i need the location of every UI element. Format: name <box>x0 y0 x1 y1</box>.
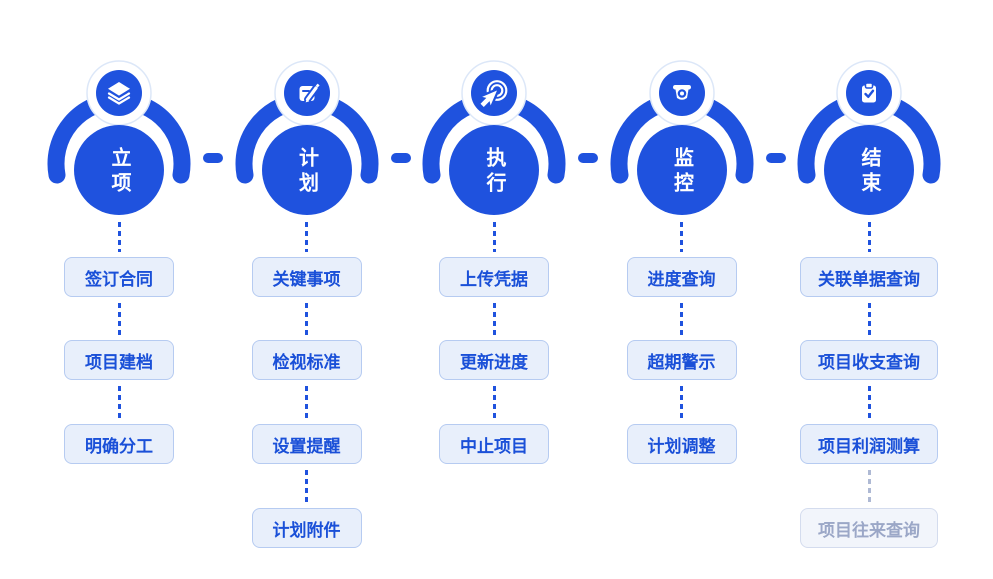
stage-link-dash <box>765 153 786 163</box>
item-transactions-inquiry-disabled: 项目往来查询 <box>800 508 938 548</box>
dotted-connector <box>305 303 308 336</box>
surveillance-camera-icon <box>672 85 691 100</box>
cursor-click-icon <box>478 80 508 110</box>
stage-planning-graphic <box>235 60 378 215</box>
dotted-connector <box>680 386 683 419</box>
item-sign-contract[interactable]: 签订合同 <box>64 257 174 297</box>
dotted-connector <box>867 303 871 336</box>
stage-label-planning: 计划 <box>295 147 318 197</box>
dotted-connector <box>305 222 308 252</box>
stage-closing-graphic <box>797 60 941 215</box>
item-upload-receipts[interactable]: 上传凭据 <box>439 257 549 297</box>
item-overdue-alert[interactable]: 超期警示 <box>626 340 737 380</box>
item-review-standards[interactable]: 检视标准 <box>251 340 362 380</box>
dotted-connector <box>680 222 683 252</box>
stage-link-dash <box>390 153 411 163</box>
item-key-matters[interactable]: 关键事项 <box>251 257 362 297</box>
dotted-connector <box>680 303 683 336</box>
item-profit-estimate[interactable]: 项目利润测算 <box>800 424 938 464</box>
item-set-reminders[interactable]: 设置提醒 <box>251 424 362 464</box>
stage-column-planning: 计划 关键事项 检视标准 设置提醒 计划附件 <box>212 0 402 579</box>
item-plan-attachments[interactable]: 计划附件 <box>251 508 362 548</box>
stage-column-execution: 执行 上传凭据 更新进度 中止项目 <box>399 0 589 579</box>
stage-circle-monitoring[interactable] <box>636 125 727 215</box>
item-project-archive[interactable]: 项目建档 <box>64 340 174 380</box>
stage-circle-planning[interactable] <box>261 125 352 215</box>
dotted-connector <box>492 222 496 252</box>
stage-column-closing: 结束 关联单据查询 项目收支查询 项目利润测算 项目往来查询 <box>774 0 964 579</box>
stage-column-monitoring: 监控 进度查询 超期警示 计划调整 <box>587 0 777 579</box>
stage-link-dash <box>202 153 223 163</box>
stage-monitoring-graphic <box>610 60 753 215</box>
stage-label-initiation: 立项 <box>108 147 130 197</box>
item-related-documents-inquiry[interactable]: 关联单据查询 <box>800 257 938 297</box>
stage-circle-closing[interactable] <box>824 125 914 215</box>
stage-circle-initiation[interactable] <box>74 125 164 215</box>
dotted-connector-muted <box>867 470 871 502</box>
dotted-connector <box>117 222 121 252</box>
stage-execution-graphic <box>422 60 566 215</box>
dotted-connector <box>117 386 121 419</box>
edit-note-icon <box>299 83 320 103</box>
stage-initiation-graphic <box>47 60 191 215</box>
stage-label-execution: 执行 <box>483 147 505 197</box>
dotted-connector <box>492 303 496 336</box>
item-update-progress[interactable]: 更新进度 <box>439 340 549 380</box>
dotted-connector <box>492 386 496 419</box>
stage-label-monitoring: 监控 <box>670 147 693 197</box>
stage-column-initiation: 立项 签订合同 项目建档 明确分工 <box>24 0 214 579</box>
stage-circle-execution[interactable] <box>449 125 539 215</box>
stage-link-dash <box>578 153 598 163</box>
clipboard-check-icon <box>862 82 876 103</box>
layers-icon <box>107 82 131 105</box>
dotted-connector <box>867 386 871 419</box>
item-income-expense-inquiry[interactable]: 项目收支查询 <box>800 340 938 380</box>
item-clarify-division[interactable]: 明确分工 <box>64 424 174 464</box>
item-plan-adjustment[interactable]: 计划调整 <box>626 424 737 464</box>
stage-label-closing: 结束 <box>858 147 880 197</box>
dotted-connector <box>117 303 121 336</box>
dotted-connector <box>305 386 308 419</box>
item-terminate-project[interactable]: 中止项目 <box>439 424 549 464</box>
dotted-connector <box>305 470 308 502</box>
item-progress-inquiry[interactable]: 进度查询 <box>626 257 737 297</box>
dotted-connector <box>867 222 871 252</box>
